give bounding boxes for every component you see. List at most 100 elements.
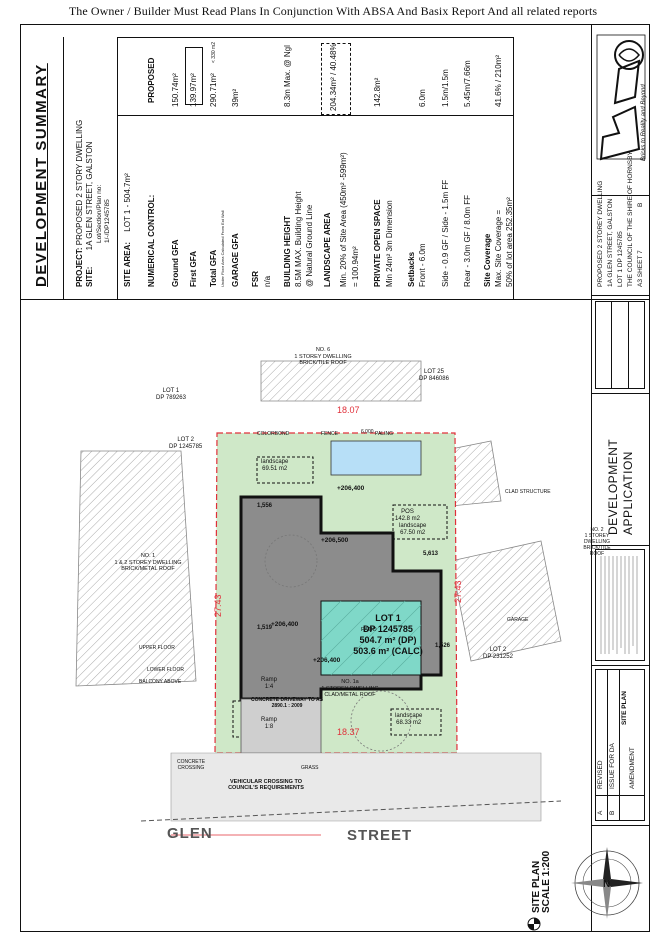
lot-title: LOT 1 [375,613,401,623]
landscape-2-box [392,504,448,540]
pos-area [320,600,422,676]
landscape-2-value: 67.50 m2 [400,530,426,536]
lot2-left-title: LOT 2 [177,437,194,443]
project-line: PROJECT: PROPOSED 2 STORY DWELLING [75,120,84,287]
landscape-1-title: landscape [261,459,289,465]
lot2-left-block: LOT 2 DP 1245785 [169,437,202,451]
pool [330,440,422,476]
first-gfa-label: First GFA [189,250,198,287]
lot2-right-title: LOT 2 [489,647,507,653]
lot2-right-dp: DP 231252 [483,654,513,660]
no6-desc: 1 STOREY DWELLING BRICK/TILE ROOF [294,353,352,367]
landscape-area-label: LANDSCAPE AREA [323,212,332,287]
svg-text:N: N [603,879,610,890]
building-height-value: 8.3m Max. @ Ngl [283,45,292,107]
lot1-dp789-title: LOT 1 [162,388,180,394]
pos-title: POS [401,509,414,515]
vehicular-crossing-label: VEHICULAR CROSSING TO COUNCIL'S REQUIREM… [228,779,304,791]
setback-side: Side - 0.9 GF / Side - 1.5m FF [441,179,450,287]
revision-b-text: ISSUE FOR DA [609,743,616,789]
no1-block: NO. 1 1 & 2 STOREY DWELLING BRICK/METAL … [113,553,183,573]
site-coverage-label: Site Coverage [483,233,492,287]
patio-label: PATIO [361,627,377,633]
lot2-left-dp: DP 1245785 [169,444,203,450]
coverage-rule-2: 50% of lot area 252.35m² [505,197,514,287]
private-open-space-value: 142.8m² [373,77,382,107]
lot1-dp789-block: LOT 1 DP 789263 [156,388,186,402]
landscape-3-title: landscape [395,713,423,719]
rl-label-1: +206,400 [337,485,365,492]
fence-label: FENCE [321,431,338,437]
driveway-label: CONCRETE DRIVEWAY TO AS 2890.1 : 2009 [251,697,323,709]
coverage-rule-1: Max. Site Coverage = [494,209,503,287]
ramp-2-label: Ramp 1:8 [261,717,277,731]
garage-gfa-label: GARAGE GFA [231,233,240,287]
revision-letter: B [637,202,644,207]
sheet-number: A3 SHEET 7 [637,250,644,287]
ramp-2-title: Ramp [261,717,278,723]
rl-label-2: +206,500 [321,537,349,544]
pos-label: POS 142.8 m2 [395,509,420,523]
rl-label-3: +206,400 [271,621,299,628]
site-value: 1A GLEN STREET, GALSTON [85,141,94,251]
amendment-header: AMENDMENT [629,747,636,789]
landscape-2-label: landscape 67.50 m2 [399,523,426,537]
landscape-value-box [321,43,351,115]
revision-a-text: REVISED [597,760,604,789]
site-line: SITE: 1A GLEN STREET, GALSTON [85,142,94,287]
dim-1519: 1,519 [257,625,273,631]
dim-front: 18.37 [337,727,360,737]
site-area-value: LOT 1 - 504.7m² [123,173,132,232]
private-open-space-rule: Min 24m² 3m Dimension [385,200,394,287]
proposed-header: PROPOSED [147,57,156,103]
rl-label-4: +206,400 [313,657,341,664]
first-gfa-value: 139.97m² [189,73,198,107]
tree-canopy-1 [350,690,412,752]
total-gfa-note: Under Floor Area Calculated From Ext Wal… [220,210,225,287]
revision-table [595,669,645,821]
clad-structure-label: CLAD STRUCTURE [505,489,551,495]
neighbour-no6-building [260,360,422,402]
dim-5613: 5,613 [423,551,439,557]
garage-label: GARAGE [507,617,529,623]
site-coverage-value: 41.6% / 210m² [494,54,503,107]
revision-b-letter: B [609,810,616,815]
lot1-label-block: LOT 1 DP 1245785 504.7 m² (DP) 503.6 m² … [343,613,433,657]
landscape-1-value: 69.51 m2 [262,466,288,472]
upper-floor-label: UPPER FLOOR [139,645,175,651]
no2-title: NO. 2 [590,527,604,533]
tree-canopy-2 [264,534,318,588]
building-height-rule-2: @ Natural Ground Line [305,204,314,287]
summary-title: DEVELOPMENT SUMMARY [33,63,50,287]
site-plan-drawing [75,360,562,836]
landscape-1-box [256,456,314,484]
ground-gfa-label: Ground GFA [171,239,180,287]
project-label: PROJECT: [75,247,84,287]
paling-label: PALING [375,431,393,437]
site-label: SITE: [85,266,94,287]
landscape-2-title: landscape [399,523,427,529]
site-area-line: SITE AREA: LOT 1 - 504.7m² [123,173,132,287]
setbacks-label: Setbacks [407,251,416,287]
balcony-label: BALCONY ABOVE [139,679,182,685]
total-gfa-label: Total GFA [209,249,218,287]
kerb-line [140,800,562,822]
lot-area-calc: 503.6 m² (CALC) [353,646,423,656]
lot25-dp: DP 846086 [419,376,449,382]
setback-front-value: 6.0m [418,89,427,107]
building-height-rule-1: 8.5M MAX. Building Height [294,191,303,287]
concrete-crossing-label: CONCRETE CROSSING [176,759,206,771]
project-line-2: 1A GLEN STREET, GALSTON [607,198,614,287]
numerical-control: NUMERICAL CONTROL: [147,194,156,287]
ramp-1-value: 1:4 [264,684,274,690]
ramp-1-title: Ramp [261,677,278,683]
colorbond-label: COLORBOND [257,431,290,437]
grass-label: GRASS [301,765,319,771]
private-open-space-label: PRIVATE OPEN SPACE [373,199,382,287]
setback-side-value: 1.5m/1.5m [441,69,450,107]
landscape-3-box [390,708,442,736]
lower-floor-label: LOWER FLOOR [147,667,184,673]
dim-side-left: 27.43 [213,594,223,617]
landscape-3-label: landscape 68.33 m2 [395,713,422,727]
lot-area-dp: 504.7 m² (DP) [359,635,417,645]
